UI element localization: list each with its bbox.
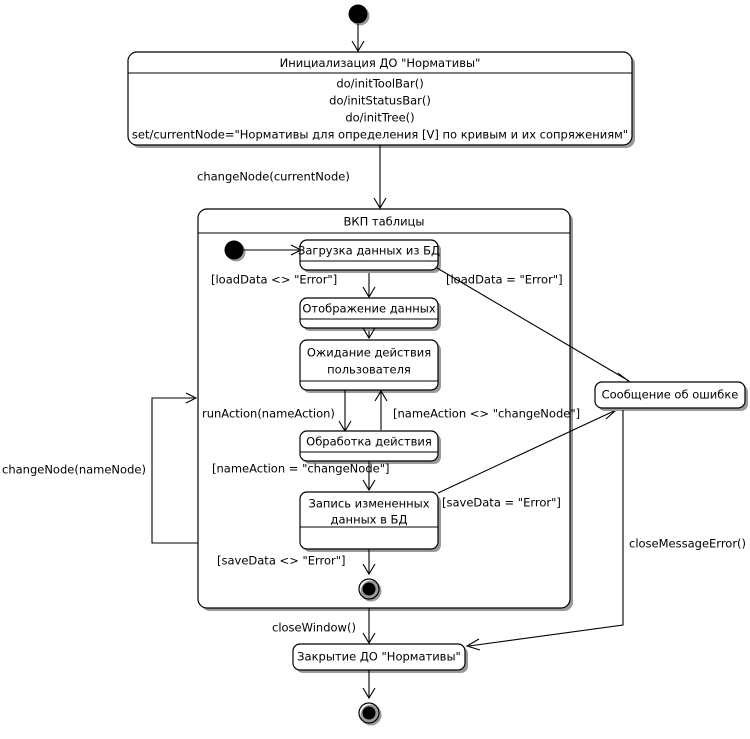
transition-label-load-error: [loadData = "Error"] <box>446 273 563 287</box>
initial-pseudostate-start[interactable] <box>348 4 370 26</box>
transition-label-change-node-current: changeNode(currentNode) <box>197 170 350 184</box>
transition-label-save-ok: [saveData <> "Error"] <box>217 554 346 568</box>
edge-process-to-save: [nameAction = "changeNode"] <box>212 461 389 492</box>
state-wait-user-title-line2: пользователя <box>327 363 411 377</box>
state-load-data[interactable]: Загрузка данных из БД <box>298 239 441 273</box>
edge-error-to-close: closeMessageError() <box>465 410 746 651</box>
transition-label-name-action-not-change: [nameAction <> "changeNode"] <box>393 407 580 421</box>
state-init-action-0: do/initToolBar() <box>336 77 423 91</box>
composite-state-vkp[interactable]: ВКП таблицы <box>197 208 573 611</box>
state-show-data[interactable]: Отображение данных <box>299 297 441 331</box>
state-close[interactable]: Закрытие ДО "Нормативы" <box>292 643 468 673</box>
composite-state-title: ВКП таблицы <box>344 215 425 229</box>
final-state-end[interactable] <box>358 702 382 726</box>
transition-label-close-window: closeWindow() <box>272 621 356 635</box>
edge-load-to-error: [loadData = "Error"] <box>436 267 633 385</box>
state-init-action-3: set/currentNode="Нормативы для определен… <box>132 128 628 142</box>
state-wait-user-title-line1: Ожидание действия <box>307 346 431 360</box>
state-wait-user[interactable]: Ожидание действия пользователя <box>299 339 441 393</box>
state-save-data[interactable]: Запись измененных данных в БД <box>299 491 441 552</box>
edge-composite-to-close: closeWindow() <box>272 608 376 645</box>
edge-process-to-wait: [nameAction <> "changeNode"] <box>374 389 580 430</box>
transition-label-load-ok: [loadData <> "Error"] <box>211 273 337 287</box>
state-process-action[interactable]: Обработка действия <box>299 430 441 464</box>
transition-label-change-node-name: changeNode(nameNode) <box>2 463 146 477</box>
state-init[interactable]: Инициализация ДО "Нормативы" do/initTool… <box>127 51 635 148</box>
state-init-action-1: do/initStatusBar() <box>329 94 431 108</box>
state-process-action-title: Обработка действия <box>306 435 432 449</box>
edge-show-to-wait <box>362 327 376 340</box>
state-init-title: Инициализация ДО "Нормативы" <box>280 56 481 70</box>
transition-label-run-action: runAction(nameAction) <box>202 407 335 421</box>
final-state-inner[interactable] <box>358 578 382 602</box>
edge-change-node-loop: changeNode(nameNode) <box>2 392 198 544</box>
transition-label-close-message-error: closeMessageError() <box>629 537 746 551</box>
edge-save-to-error: [saveData = "Error"] <box>437 409 618 510</box>
edge-init-to-composite: changeNode(currentNode) <box>197 145 387 210</box>
state-close-title: Закрытие ДО "Нормативы" <box>297 650 461 664</box>
state-save-data-title-line1: Запись измененных <box>308 497 429 511</box>
initial-pseudostate-inner[interactable] <box>224 240 246 262</box>
edge-save-to-inner-final: [saveData <> "Error"] <box>217 549 376 576</box>
state-error-message[interactable]: Сообщение об ошибке <box>594 381 748 411</box>
edge-start-to-init <box>351 24 365 53</box>
state-load-data-title: Загрузка данных из БД <box>298 244 440 258</box>
edge-close-to-final <box>362 670 376 700</box>
state-error-message-title: Сообщение об ошибке <box>602 388 739 402</box>
transition-label-name-action-change: [nameAction = "changeNode"] <box>212 462 389 476</box>
state-show-data-title: Отображение данных <box>302 302 436 316</box>
state-init-action-2: do/initTree() <box>345 111 414 125</box>
edge-load-to-show: [loadData <> "Error"] <box>211 273 376 299</box>
edge-wait-to-process: runAction(nameAction) <box>202 390 352 433</box>
state-save-data-title-line2: данных в БД <box>331 513 408 527</box>
transition-label-save-error: [saveData = "Error"] <box>442 496 561 510</box>
